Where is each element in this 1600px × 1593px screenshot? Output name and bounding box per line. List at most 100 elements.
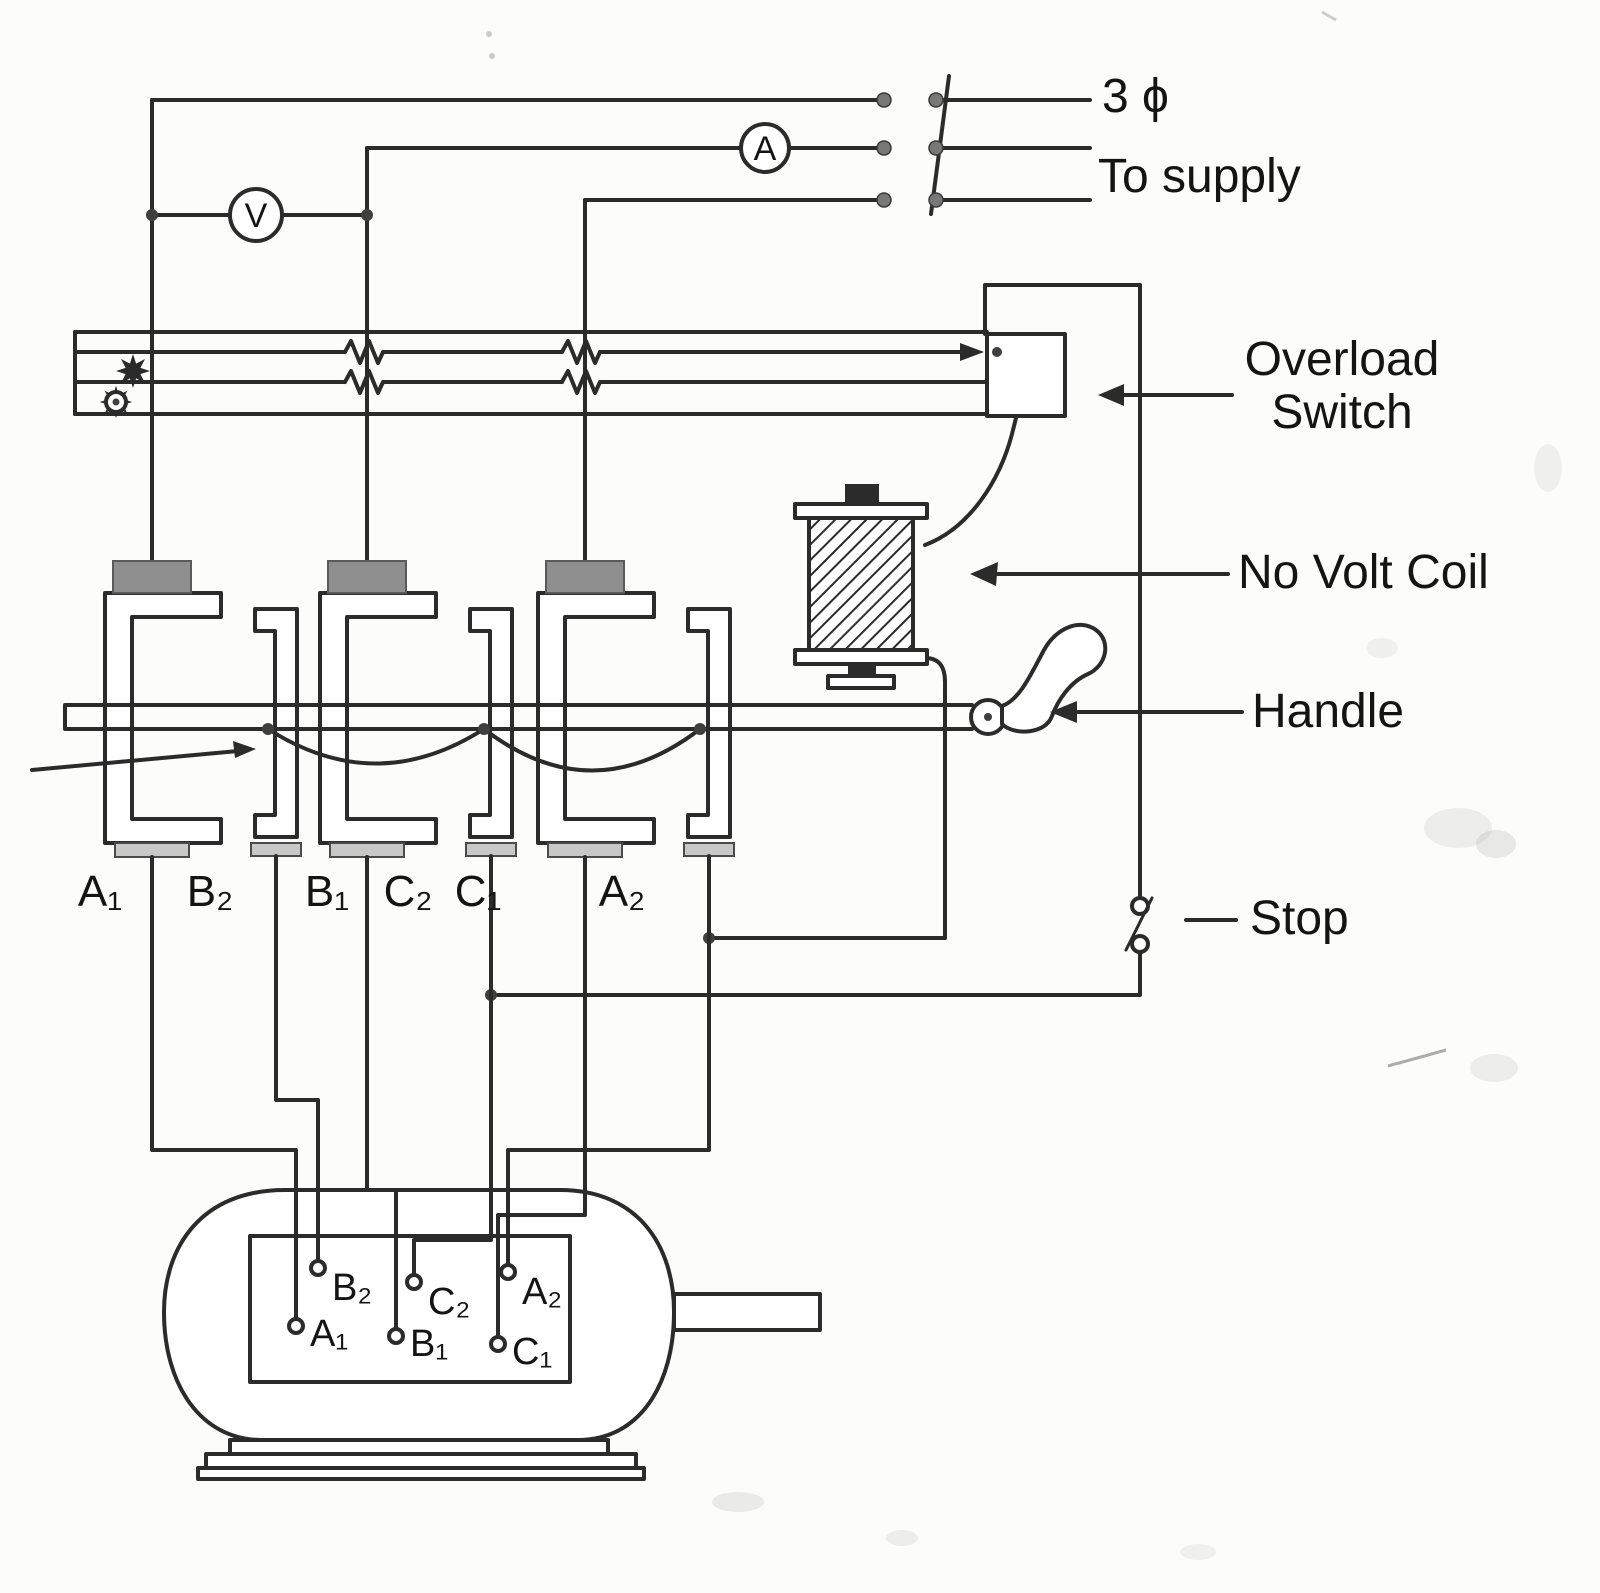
terminal-post [309,1259,327,1277]
scan-artifacts [486,10,1562,1560]
top-contact-pad [112,560,192,594]
handle-bar [63,703,974,731]
handle-label: Handle [1252,685,1404,738]
overload-label-line2: Switch [1271,386,1412,439]
text-labels: 3 ϕ To supply Overload Switch No Volt Co… [78,70,1489,1373]
starter-terminal-a1: A₁ [78,867,122,916]
terminal-post [405,1273,423,1291]
switch-contact [876,192,892,208]
junction-dot [992,347,1002,357]
induction-motor [162,1188,822,1481]
resistance-bank [73,330,989,419]
big-bracket [103,591,223,845]
pointer-arrow [233,741,256,758]
wire [983,283,1142,336]
junction-dot [478,723,490,735]
terminal-post [287,1317,305,1335]
small-bracket [253,607,299,839]
no-volt-coil [793,416,1018,940]
supply-phase-label: 3 ϕ [1102,70,1169,123]
overload-switch [983,283,1142,418]
big-bracket [536,591,656,845]
meters [228,122,791,243]
voltmeter-letter: V [245,197,268,235]
terminal-post [489,1335,507,1353]
wire-c2 [412,854,493,1284]
stop-blade [1124,896,1154,952]
stop-contact [1130,934,1150,954]
junction-dot [146,209,158,221]
small-bracket [468,607,514,839]
bracket-unit-2 [318,560,517,858]
starter-terminal-b1: B₁ [305,867,349,916]
no-volt-coil-label: No Volt Coil [1238,546,1489,599]
switch-contact [876,92,892,108]
stop-label: Stop [1250,892,1349,945]
switch-contact [876,140,892,156]
starter-terminal-c2: C₂ [384,867,433,916]
junction-dot [361,209,373,221]
wire [941,98,1092,202]
motor-base-bottom [196,1466,646,1481]
handle-grip [1000,622,1108,734]
motor-body [162,1188,676,1442]
coil-core-bottom [848,664,876,676]
overload-arrowhead [1098,384,1124,406]
wire [150,98,882,202]
overload-contact-box [985,332,1067,418]
callout-arrows [970,384,1244,922]
motor-terminal-a2: A₂ [522,1271,562,1313]
coil-flange-bottom [793,648,929,666]
coil-lead-top [923,416,1018,547]
handle-assembly [30,622,1108,773]
bottom-contact-pad [114,842,190,858]
no-volt-coil-arrowhead [970,562,998,586]
wire [489,283,1142,997]
coil-flange-top [793,502,929,520]
small-bracket [686,607,732,839]
coil-winding [807,516,915,652]
motor-terminal-posts [287,1259,517,1353]
supply-lines [146,74,1092,563]
coil-core-top [845,484,879,506]
ammeter-letter: A [754,130,777,168]
contact-arrow [960,343,984,361]
motor-terminal-b2: B₂ [332,1267,372,1309]
motor-terminal-box [248,1234,572,1384]
motor-terminal-c1: C₁ [512,1331,552,1373]
top-contact-pad [545,560,625,594]
starter-terminal-c1: C₁ [455,867,502,916]
bracket-unit-1 [103,560,302,858]
wire-b1 [365,855,398,1338]
coil-base [826,674,896,690]
motor-shaft [672,1292,822,1332]
flexible-connectors [266,727,702,773]
junction-dot [262,723,274,735]
overload-label-line1: Overload [1245,333,1440,386]
to-supply-label: To supply [1098,150,1301,203]
wire-a2 [506,854,711,1274]
resistance-line-with-arrow [73,339,962,365]
bottom-contact-pad [329,842,405,858]
motor-base-top [228,1438,610,1456]
gear-star-icon [116,354,150,388]
top-contact-pad [327,560,407,594]
coil-lead-bottom [923,656,947,940]
terminal-post [499,1263,517,1281]
starter-terminal-b2: B₂ [187,867,233,916]
handle-arrowhead [1050,701,1077,723]
resistance-line [73,369,989,395]
terminal-post [387,1327,405,1345]
wire-c1 [496,855,587,1346]
switch-contact [928,92,944,108]
bottom-contact-pad [547,842,623,858]
switch-contact [928,140,944,156]
motor-base-mid [204,1452,638,1470]
motor-wiring [150,854,711,1346]
stop-button [1124,896,1154,954]
big-bracket [318,591,438,845]
motor-terminal-b1: B₁ [410,1323,448,1365]
junction-dot [694,723,706,735]
